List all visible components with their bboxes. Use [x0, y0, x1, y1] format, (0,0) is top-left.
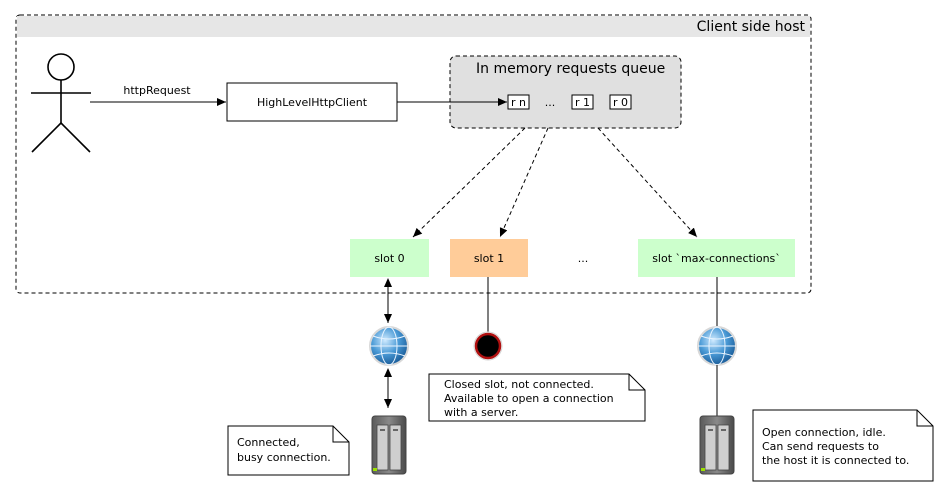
slot-0-label: slot 0 — [374, 252, 404, 265]
queue-item-box — [507, 94, 530, 110]
slot-0-box — [350, 239, 429, 277]
server-icon — [699, 415, 735, 475]
note-idle-line: the host it is connected to. — [762, 454, 909, 467]
note-idle-line: Open connection, idle. — [762, 426, 886, 439]
dispatch-arrow-slot-1 — [499, 127, 549, 238]
high-level-http-client-box: HighLevelHttpClient — [226, 82, 398, 122]
note-connected: Connected, busy connection. — [227, 425, 350, 476]
http-request-label: httpRequest — [123, 84, 191, 97]
slot-1-label: slot 1 — [474, 252, 504, 265]
requests-queue: In memory requests queue r n ... r 1 r 0 — [449, 55, 682, 129]
requests-queue-title: In memory requests queue — [476, 61, 665, 77]
slot-1: slot 1 — [450, 239, 528, 277]
note-connected-line: Connected, — [237, 436, 300, 449]
dispatch-arrow-slot-0 — [412, 127, 526, 238]
server-icon — [371, 415, 407, 475]
dispatch-arrow-slot-max — [597, 127, 698, 238]
queue-item: r 0 — [613, 96, 628, 109]
note-closed-line: Closed slot, not connected. — [444, 378, 594, 391]
slot-max-connections-box — [638, 239, 795, 277]
slot-max-connections-label: slot `max-connections` — [652, 252, 781, 265]
slot-0: slot 0 — [350, 239, 429, 277]
globe-icon — [369, 326, 409, 366]
queue-item-box — [609, 94, 632, 110]
queue-item: r 1 — [575, 96, 590, 109]
queue-item: ... — [545, 96, 556, 109]
slot-ellipsis: ... — [578, 252, 589, 265]
queue-item-box — [571, 94, 594, 110]
note-closed-line: with a server. — [444, 406, 518, 419]
globe-icon — [697, 326, 737, 366]
client-host-title: Client side host — [697, 19, 806, 35]
note-closed: Closed slot, not connected. Available to… — [428, 373, 646, 422]
slot-1-box — [450, 239, 528, 277]
note-closed-line: Available to open a connection — [444, 392, 614, 405]
note-idle: Open connection, idle. Can send requests… — [752, 409, 934, 482]
actor-icon — [31, 53, 91, 153]
closed-endpoint-icon — [473, 331, 503, 361]
high-level-http-client-label: HighLevelHttpClient — [257, 96, 368, 109]
queue-item: r n — [511, 96, 526, 109]
note-idle-line: Can send requests to — [762, 440, 879, 453]
slot-max-connections: slot `max-connections` — [638, 239, 795, 277]
note-connected-line: busy connection. — [237, 451, 331, 464]
